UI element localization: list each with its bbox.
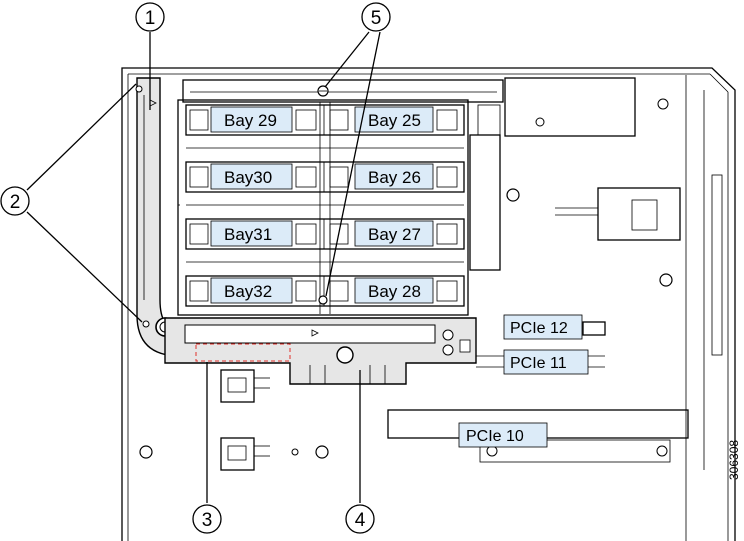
callout-number: 1 (145, 8, 156, 29)
callout-1: 1 (135, 2, 165, 32)
bay-label: Bay31 (224, 225, 272, 244)
callout-leaders (26, 31, 381, 503)
screw-icon (659, 273, 673, 287)
callout-number: 3 (202, 510, 213, 531)
thumbscrew-icon (142, 320, 150, 328)
screw-icon (656, 445, 668, 457)
callout-2: 2 (0, 186, 30, 216)
dashed-label-area (195, 343, 291, 362)
cage-handle (135, 77, 181, 357)
callout-3: 3 (192, 504, 222, 534)
bay-label-box (354, 106, 434, 133)
screw-icon (139, 445, 153, 459)
bay-label: Bay 29 (224, 111, 277, 130)
bay-label-box (354, 277, 434, 304)
latch-bar (164, 317, 477, 385)
bay-labels-left: Bay 29 Bay30 Bay31 Bay32 (210, 106, 293, 304)
bay-label: Bay32 (224, 282, 272, 301)
callout-4: 4 (345, 504, 375, 534)
latch-knob-icon (336, 346, 354, 364)
bay-label: Bay 27 (368, 225, 421, 244)
bay-label-box (210, 163, 293, 190)
drive-row-1 (185, 104, 465, 136)
drive-cage (177, 99, 469, 316)
connectors (139, 369, 329, 471)
bay-label-box (354, 163, 434, 190)
pcie-labels: PCIe 12 PCIe 11 PCIe 10 (458, 314, 589, 448)
bay-labels-right: Bay 25 Bay 26 Bay 27 Bay 28 (354, 106, 434, 304)
bay-label: Bay 26 (368, 168, 421, 187)
callout-5: 5 (361, 2, 391, 32)
screw-icon (315, 445, 329, 459)
screw-icon (506, 188, 520, 202)
callout-number: 5 (371, 8, 382, 29)
pcie-label-box (503, 314, 583, 340)
figure-id: 306308 (727, 440, 741, 480)
chassis-outline (121, 67, 736, 541)
pcie-label: PCIe 11 (510, 355, 567, 372)
callout-number: 2 (10, 192, 21, 213)
bay-label: Bay 28 (368, 282, 421, 301)
bay-label-box (210, 220, 293, 247)
pcie-label-box (503, 349, 589, 375)
pcie-label-box (458, 422, 548, 448)
screw-icon (318, 295, 328, 305)
bay-label: Bay 25 (368, 111, 421, 130)
bay-label-box (210, 277, 293, 304)
screw-icon (486, 445, 498, 457)
drive-cage-top-bracket (182, 79, 504, 103)
bay-label-box (354, 220, 434, 247)
pcie-label: PCIe 12 (510, 320, 568, 337)
pcie-label: PCIe 10 (466, 428, 524, 445)
bay-label-box (210, 106, 293, 133)
thumbscrew-icon (135, 85, 143, 93)
callout-number: 4 (355, 510, 366, 531)
drive-row-4 (185, 275, 465, 307)
bay-label: Bay30 (224, 168, 272, 187)
